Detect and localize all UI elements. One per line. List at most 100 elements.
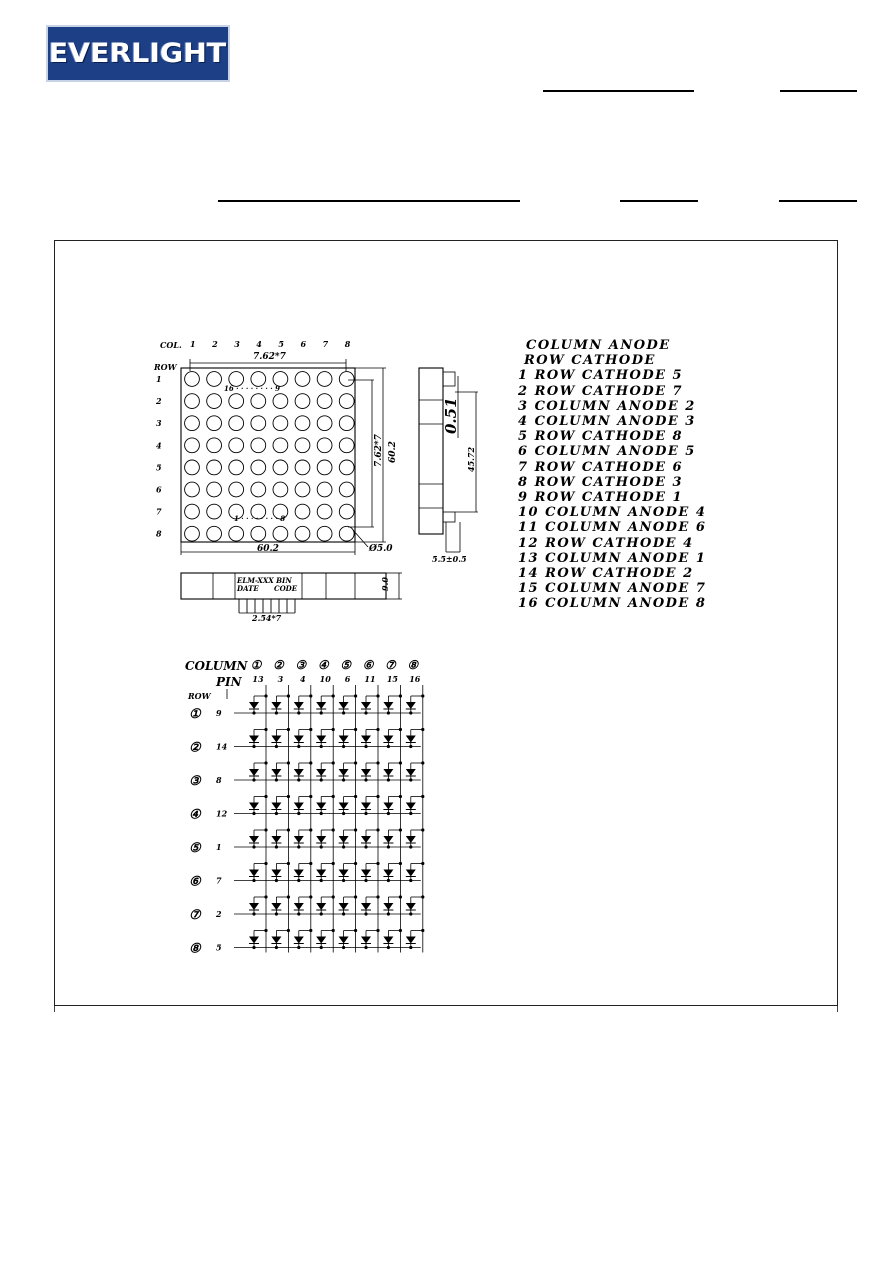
led-dot <box>184 437 200 454</box>
pin-list-item: 9 ROW CATHODE 1 <box>518 490 684 506</box>
side-view-drawing: 0.51 45.72 5.5±0.5 <box>418 367 478 564</box>
led-diode <box>383 828 402 849</box>
led-dot <box>184 415 200 432</box>
led-diode <box>405 828 425 849</box>
column-pin: 10 <box>320 674 332 684</box>
led-dot <box>206 481 222 498</box>
col-number: 8 <box>345 339 351 349</box>
led-diode <box>338 761 358 782</box>
pin-list-item: 15 COLUMN ANODE 7 <box>518 581 707 597</box>
led-dot <box>228 437 245 454</box>
led-diode <box>249 828 268 849</box>
led-diode <box>249 861 268 883</box>
led-dot <box>206 371 222 387</box>
led-dot <box>316 393 333 409</box>
pin-range-bottom: 1 · · · · · · · · 8 <box>234 514 285 523</box>
row-number: 8 <box>156 529 162 539</box>
led-dot <box>250 503 267 520</box>
pin-list-item: COLUMN ANODE <box>526 338 671 353</box>
column-pin: 13 <box>252 674 264 684</box>
pin-list-item: 13 COLUMN ANODE 1 <box>518 550 707 566</box>
pin-list-item: 8 ROW CATHODE 3 <box>518 474 684 490</box>
bottom-view-outline <box>180 572 387 600</box>
row-number: ⑤ <box>189 841 202 856</box>
schematic-row-label: ROW <box>187 691 212 701</box>
led-dot <box>206 393 222 409</box>
header-field-line-1 <box>543 90 694 92</box>
schematic-led-grid <box>234 685 425 953</box>
led-dot <box>294 437 311 454</box>
led-diode <box>316 928 335 950</box>
row-number: 7 <box>156 507 162 517</box>
drawing-frame <box>54 240 838 1006</box>
row-pin: 2 <box>215 909 222 919</box>
led-diode <box>383 895 402 916</box>
led-diode <box>271 727 290 749</box>
led-dot <box>228 481 245 498</box>
column-number: ③ <box>295 658 307 672</box>
pin-list-item: 16 COLUMN ANODE 8 <box>518 596 707 612</box>
led-diode <box>249 928 268 950</box>
led-dot <box>294 481 311 498</box>
led-diode <box>316 761 335 782</box>
pin-list-item: 11 COLUMN ANODE 6 <box>518 520 707 536</box>
logo-text: EVERLIGHT <box>49 38 227 69</box>
row-number: ② <box>189 741 202 756</box>
led-diode <box>293 895 313 916</box>
dim-pitch-top: 7.62*7 <box>253 352 287 362</box>
bottom-dim-pitch: 2.54*7 <box>251 613 282 623</box>
led-dot <box>272 481 289 498</box>
led-dot <box>250 371 267 387</box>
pin-list-item: 5 ROW CATHODE 8 <box>518 429 684 445</box>
col-number: 3 <box>234 339 240 349</box>
led-dot <box>184 459 200 476</box>
col-label: COL. <box>160 340 182 350</box>
frame-corner-mark <box>54 1006 55 1012</box>
row-number: 4 <box>156 440 162 450</box>
row-number: 1 <box>156 374 162 384</box>
pin-list-item: 10 COLUMN ANODE 4 <box>518 505 707 521</box>
col-number: 6 <box>301 339 307 349</box>
led-dot <box>228 503 245 520</box>
header-field-line-3 <box>218 200 520 202</box>
led-diode <box>271 794 290 816</box>
header-field-line-5 <box>779 200 857 202</box>
side-dim-top: 0.51 <box>442 397 460 434</box>
led-diode <box>361 794 380 816</box>
pin-list-item: 7 ROW CATHODE 6 <box>518 459 684 475</box>
led-diode <box>361 694 380 715</box>
led-diode <box>338 928 358 950</box>
led-diode <box>405 794 425 816</box>
led-diode <box>316 861 335 883</box>
led-diode <box>361 928 380 950</box>
side-dim-len: 45.72 <box>466 447 476 472</box>
led-diode <box>271 828 290 849</box>
led-dot <box>316 503 333 520</box>
led-diode <box>249 895 268 916</box>
led-diode <box>271 861 290 883</box>
led-diode <box>405 727 425 749</box>
row-pin: 12 <box>216 809 228 819</box>
pin-list-item: 4 COLUMN ANODE 3 <box>518 414 696 430</box>
dim-width: 60.2 <box>257 544 279 554</box>
row-number: 3 <box>156 418 162 428</box>
column-number: ① <box>251 658 263 672</box>
everlight-logo: EVERLIGHT <box>46 25 230 82</box>
schematic-pin-label: PIN <box>215 675 243 689</box>
led-dot <box>338 525 355 542</box>
column-number: ⑧ <box>407 658 419 672</box>
led-diode <box>383 727 402 749</box>
led-dot <box>294 459 311 476</box>
led-diode <box>249 694 268 715</box>
pin-list-item: ROW CATHODE <box>524 353 656 369</box>
led-diode <box>249 761 268 782</box>
led-dot <box>316 437 333 454</box>
dim-height: 60.2 <box>388 441 398 463</box>
led-dot <box>184 481 200 498</box>
led-dot <box>294 415 311 432</box>
led-dot <box>228 415 245 432</box>
